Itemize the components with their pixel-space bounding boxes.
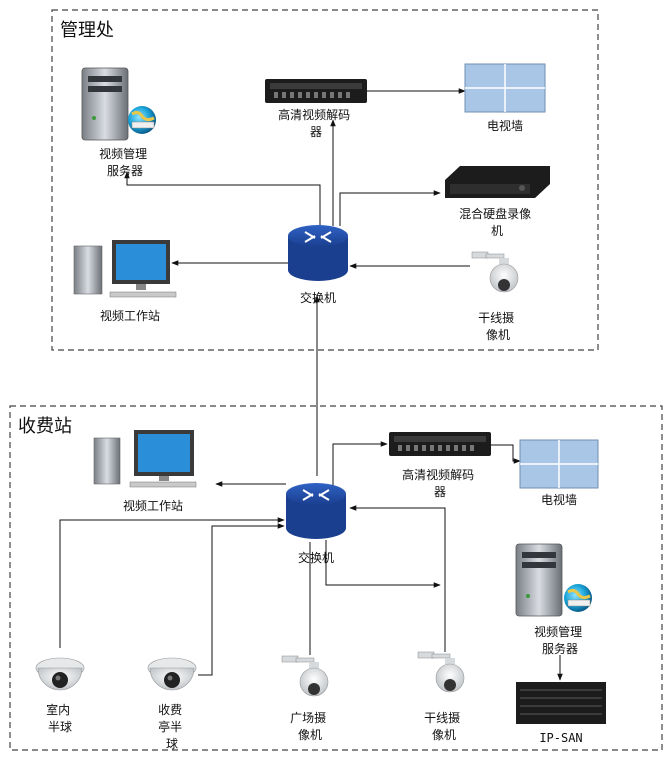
workstation-icon [73,240,177,298]
label-decoder: 高清视频解码 器 [278,107,354,139]
dome-camera-icon [35,657,85,691]
dome-camera-icon [147,657,197,691]
workstation-icon [93,430,197,488]
label-workstation-toll: 视频工作站 [123,498,183,513]
management-zone [51,9,599,351]
label-switch: 交换机 [300,290,336,305]
ptz-camera-icon [471,251,519,293]
label-indoor-dome: 室内 半球 [46,702,74,734]
ptz-camera-icon [417,651,465,693]
label-workstation: 视频工作站 [100,308,160,323]
toll-station-zone [9,405,663,751]
label-nvr: 混合硬盘录像 机 [459,206,535,238]
management-links [124,88,470,476]
decoder-icon [265,79,367,103]
label-tv-wall-toll: 电视墙 [541,492,577,507]
toll-station-zone-title: 收费站 [18,416,72,437]
label-video-server: 视频管理 服务器 [99,146,151,178]
label-trunk-camera-toll: 干线摄 像机 [424,710,464,742]
link-booth-dome [198,523,285,676]
link-indoor-dome [59,517,285,648]
link-switch-server [124,171,321,226]
link-switch-decoder-toll [332,441,388,486]
label-switch-toll: 交换机 [298,550,334,565]
switch-icon [288,225,348,281]
link-switch-nvr [339,190,441,226]
link-switch-server-toll [325,540,441,588]
ptz-camera-icon [281,655,329,697]
label-video-server-toll: 视频管理 服务器 [534,624,586,656]
label-booth-dome: 收费 亭半 球 [158,703,186,751]
server-icon [81,67,156,141]
link-trunk-camera-toll [349,505,446,652]
label-decoder-toll: 高清视频解码 器 [402,467,478,499]
decoder-icon [389,432,491,456]
storage-array-icon [516,682,606,724]
management-zone-title: 管理处 [60,20,114,41]
tv-wall-icon [519,439,599,489]
label-trunk-camera: 干线摄 像机 [478,310,518,342]
switch-icon [286,483,346,539]
label-tv-wall: 电视墙 [487,118,523,133]
toll-links [59,441,563,681]
link-decoder-tvwall-toll [490,444,521,464]
server-icon [515,543,592,617]
tv-wall-icon [464,63,546,113]
nvr-icon [445,166,550,198]
label-ipsan: IP-SAN [539,731,582,745]
label-plaza-camera: 广场摄 像机 [290,710,330,742]
